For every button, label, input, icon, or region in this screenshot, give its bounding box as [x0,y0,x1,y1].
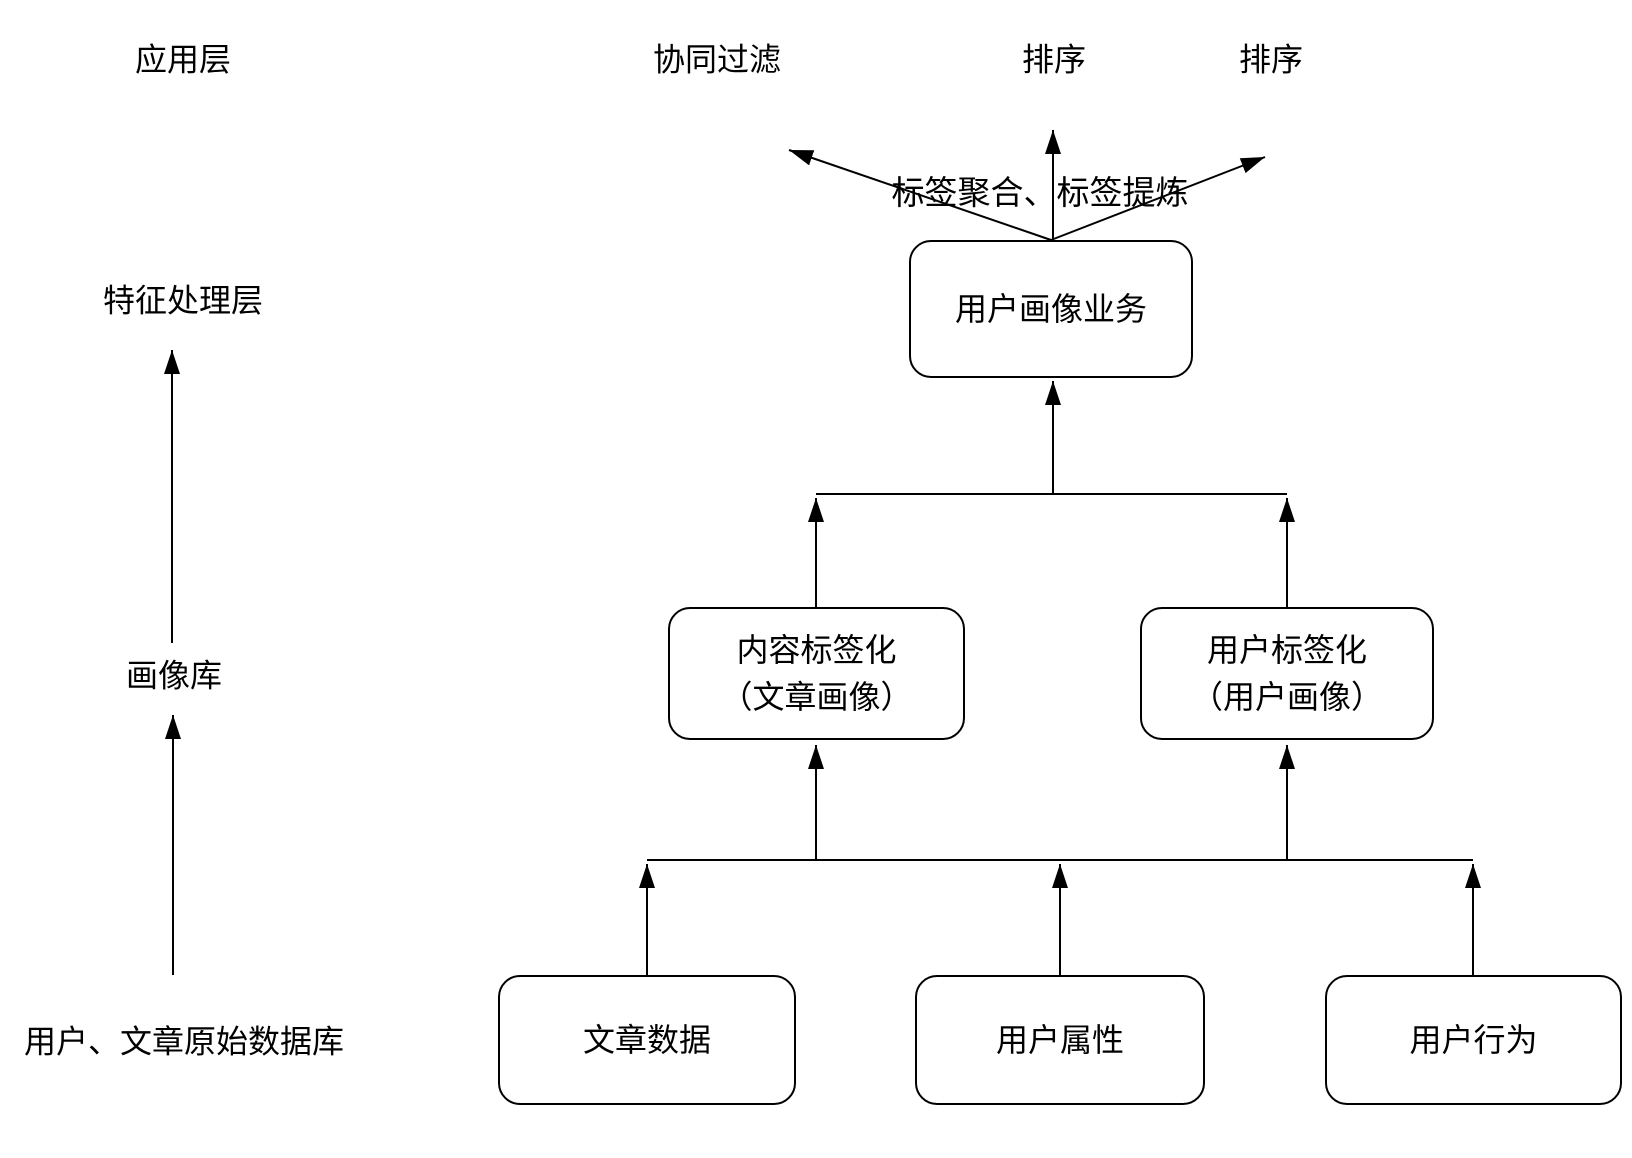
node-content-tagging-line1: 内容标签化 [736,632,897,669]
node-user-behavior: 用户行为 [1325,975,1622,1105]
layer-label-raw-database: 用户、文章原始数据库 [23,1023,345,1060]
node-user-tagging-line1: 用户标签化 [1206,632,1367,669]
arrow-service-to-collaborative-filtering [788,149,1052,241]
node-article-data-label: 文章数据 [582,1021,711,1058]
output-label-ranking-2: 排序 [1238,41,1304,78]
node-article-data: 文章数据 [498,975,796,1105]
output-label-ranking-1: 排序 [1021,41,1087,78]
layer-label-application: 应用层 [134,41,232,78]
node-user-attributes: 用户属性 [915,975,1205,1105]
node-user-tagging: 用户标签化 （用户画像） [1140,607,1434,740]
node-user-behavior-label: 用户行为 [1409,1021,1538,1058]
node-content-tagging: 内容标签化 （文章画像） [668,607,965,740]
node-user-attributes-label: 用户属性 [995,1021,1124,1058]
annotation-tag-aggregation: 标签聚合、标签提炼 [891,174,1189,211]
layer-label-feature-processing: 特征处理层 [102,282,264,319]
node-profile-service-label: 用户画像业务 [954,290,1147,327]
node-profile-service: 用户画像业务 [909,240,1193,378]
node-user-tagging-line2: （用户画像） [1190,678,1383,715]
node-content-tagging-line2: （文章画像） [720,678,913,715]
output-label-collaborative-filtering: 协同过滤 [652,41,782,78]
arrow-service-to-ranking-2 [1050,156,1266,241]
layer-label-profile-store: 画像库 [125,657,223,694]
